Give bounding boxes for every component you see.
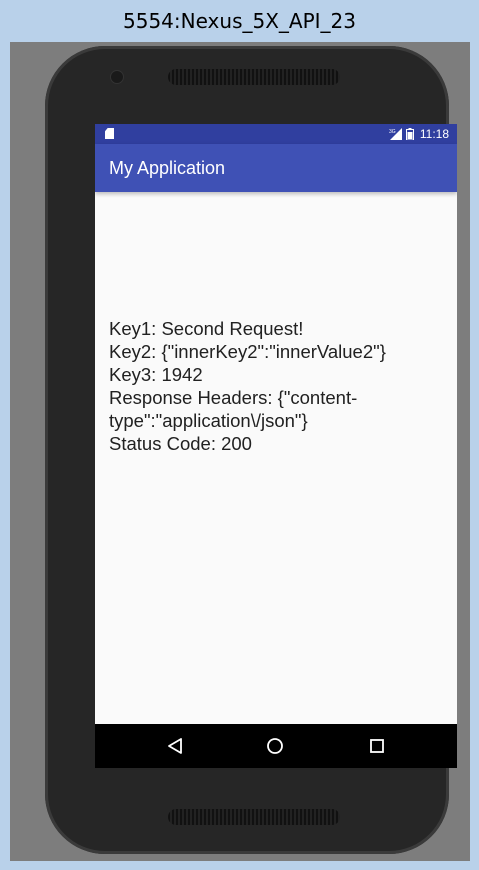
bottom-speaker-grille xyxy=(168,809,340,825)
home-button[interactable] xyxy=(264,735,286,757)
key1-line: Key1: Second Request! xyxy=(109,318,304,339)
app-bar: My Application xyxy=(95,144,457,192)
emulator-canvas: 3G 11:18 My Application xyxy=(10,42,470,861)
home-icon xyxy=(267,738,283,754)
battery-icon xyxy=(405,128,414,140)
network-type-label: 3G xyxy=(389,129,396,135)
back-button[interactable] xyxy=(164,735,186,757)
app-title: My Application xyxy=(109,157,226,178)
sd-card-icon xyxy=(105,128,114,139)
signal-icon: 3G xyxy=(389,128,402,140)
status-icons: 3G 11:18 xyxy=(389,124,449,144)
front-camera xyxy=(111,71,123,83)
phone-frame: 3G 11:18 My Application xyxy=(45,46,457,854)
key2-line: Key2: {"innerKey2":"innerValue2"} xyxy=(109,341,386,362)
response-text: Key1: Second Request! Key2: {"innerKey2"… xyxy=(109,317,399,455)
status-code-line: Status Code: 200 xyxy=(109,433,252,454)
key3-line: Key3: 1942 xyxy=(109,364,203,385)
status-clock: 11:18 xyxy=(419,127,449,141)
recents-button[interactable] xyxy=(366,735,388,757)
navigation-bar xyxy=(95,724,457,768)
top-speaker-grille xyxy=(168,69,340,85)
status-bar: 3G 11:18 xyxy=(95,124,457,144)
back-icon xyxy=(168,738,182,754)
window-title: 5554:Nexus_5X_API_23 xyxy=(123,9,356,33)
response-headers-line: Response Headers: {"content-type":"appli… xyxy=(109,387,358,431)
device-screen[interactable]: 3G 11:18 My Application xyxy=(95,124,457,768)
recents-icon xyxy=(370,739,384,753)
